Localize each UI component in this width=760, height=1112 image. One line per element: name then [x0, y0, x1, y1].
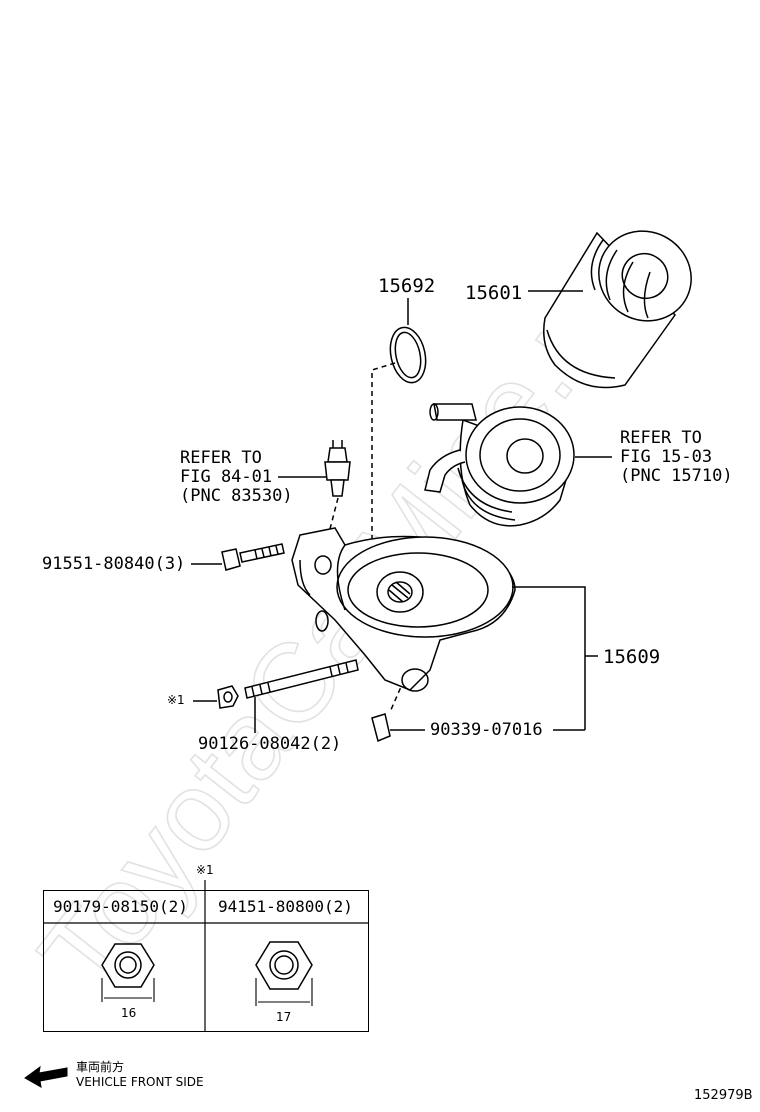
nut-17-drawing: [255, 941, 313, 1006]
front-direction-en: VEHICLE FRONT SIDE: [76, 1075, 204, 1089]
oil-filter-drawing: [543, 230, 692, 389]
part-label-plug: 90339-07016: [430, 720, 543, 740]
front-direction-jp: 車両前方: [76, 1060, 125, 1074]
part-label-oring: 15692: [378, 275, 436, 297]
table-col2-part: 94151-80800(2): [218, 897, 353, 916]
nut-16-drawing: [101, 943, 155, 1002]
table-col1-size: 16: [121, 1006, 137, 1020]
front-direction-arrow: [24, 1065, 68, 1088]
refer-sensor-line1: REFER TO: [180, 448, 262, 468]
part-label-bracket: 15609: [603, 646, 661, 668]
refer-cooler-line2: FIG 15-03: [620, 447, 713, 467]
leader-bracket: [512, 586, 598, 730]
part-label-stud: 90126-08042(2): [198, 734, 342, 754]
refer-cooler-line1: REFER TO: [620, 428, 702, 448]
assembly-line-sensor: [321, 497, 339, 561]
table-mark: ※1: [196, 863, 214, 877]
oil-cooler-drawing: [424, 403, 575, 527]
plug-drawing: [371, 713, 391, 743]
refer-cooler-line3: (PNC 15710): [620, 466, 733, 486]
part-label-filter: 15601: [465, 282, 523, 304]
figure-id: 152979B: [694, 1088, 753, 1103]
table-col1-part: 90179-08150(2): [53, 897, 188, 916]
stud-bolt-drawing: [244, 659, 359, 699]
assembly-line-plug: [389, 679, 405, 713]
part-label-bolt: 91551-80840(3): [42, 554, 186, 574]
part-label-nut-mark: ※1: [167, 693, 185, 707]
fastener-table: [43, 890, 369, 1032]
o-ring-drawing: [389, 326, 427, 384]
refer-sensor-line2: FIG 84-01: [180, 467, 273, 487]
assembly-line-oring: [371, 362, 396, 555]
bolt-drawing: [221, 543, 285, 571]
refer-sensor-line3: (PNC 83530): [180, 486, 293, 506]
nut-drawing: [217, 685, 239, 709]
table-col2-size: 17: [276, 1010, 292, 1024]
filter-bracket-drawing: [291, 527, 516, 692]
sensor-drawing: [324, 440, 351, 497]
